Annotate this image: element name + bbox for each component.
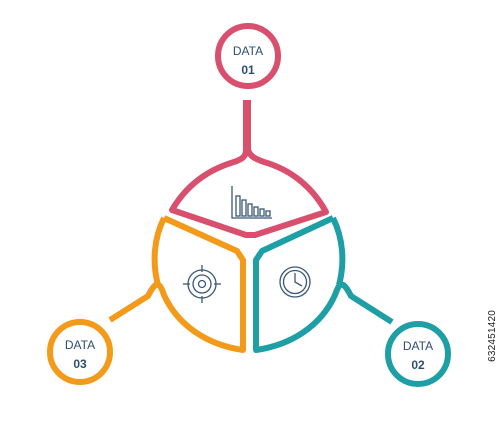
node-03-circle: [47, 319, 113, 385]
stock-id-text: 632451420: [487, 310, 498, 362]
bar-chart-icon: [231, 186, 272, 219]
segment-02-outline: [253, 215, 394, 353]
segment-01: DATA 01: [169, 23, 329, 238]
segment-03: DATA 03: [47, 215, 246, 385]
node-01-label: DATA: [233, 44, 263, 58]
node-02-number: 02: [411, 358, 425, 372]
node-01-number: 01: [241, 63, 255, 77]
segment-03-inner-arc: [151, 216, 167, 286]
clock-icon: [279, 266, 311, 298]
node-01-circle: [215, 23, 281, 89]
node-03-number: 03: [73, 357, 87, 371]
node-03-label: DATA: [65, 338, 95, 352]
node-02-label: DATA: [403, 339, 433, 353]
segment-01-outline: [169, 100, 329, 238]
target-icon: [183, 265, 221, 303]
segment-02-inner-arc: [330, 216, 346, 286]
node-02-circle: [385, 321, 451, 387]
segment-02: DATA 02: [253, 215, 451, 387]
segment-03-outline: [108, 215, 246, 353]
